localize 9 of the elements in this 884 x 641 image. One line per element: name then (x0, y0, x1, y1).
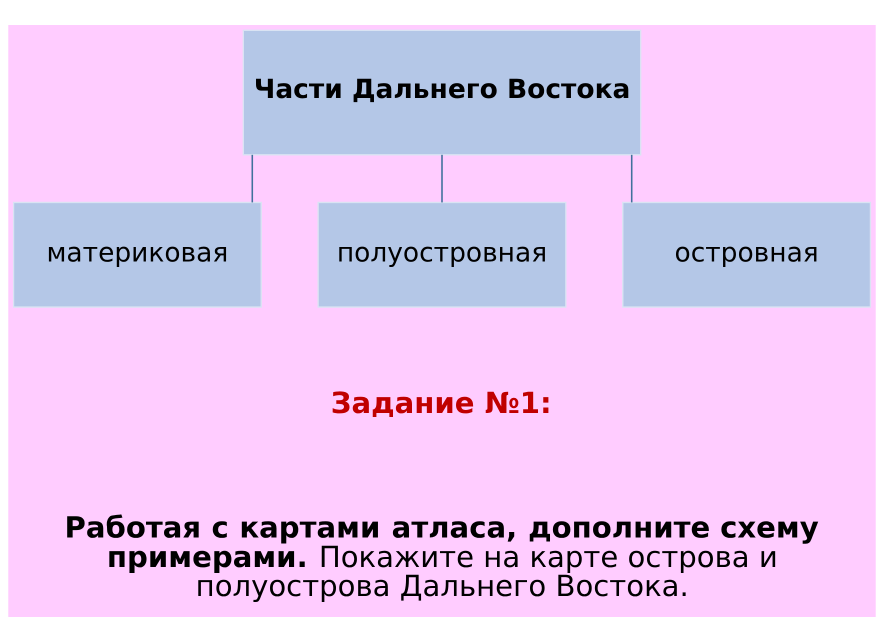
node-box: островная (622, 201, 872, 308)
node-box: материковая (12, 201, 262, 308)
node-box: полуостровная (318, 201, 566, 308)
node-box: Части Дальнего Востока (242, 29, 642, 155)
connector (441, 154, 443, 202)
connector (251, 154, 254, 202)
label: Работая с картами атласа, дополните схему примерами. Покажите на карте острова и полуострова Дальнего Востока. (64, 510, 819, 602)
label: Задание №1: (330, 386, 552, 420)
connector (630, 154, 633, 202)
